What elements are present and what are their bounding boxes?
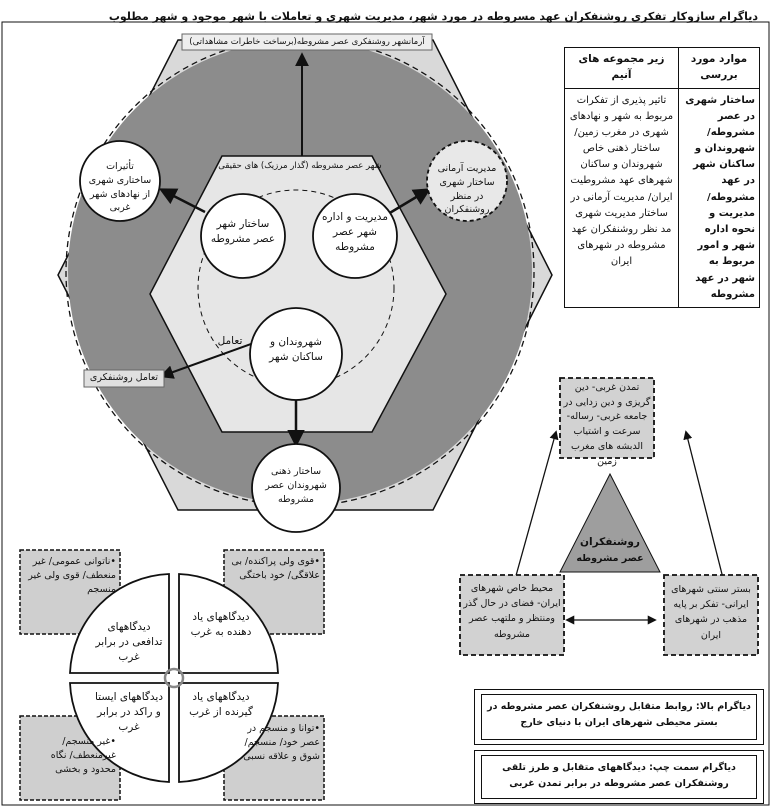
- circle-city-management: [312, 193, 398, 279]
- western-civilization-text: تمدن غربی- دین گریزی و دین زدایی در جامع…: [563, 382, 651, 467]
- arrow-left-outer: [158, 188, 206, 214]
- learning-view-label: دیدگاههای یاد گیرنده از غرب: [189, 691, 253, 719]
- triangle-left-box: [459, 574, 565, 656]
- mental-structure-label: ساختار ذهنی شهروندان عصر مشروطه: [265, 466, 327, 505]
- note-top-left: •ناتوانی عمومی/ غیر منعطف/ قوی ولی غیر م…: [28, 556, 116, 595]
- inner-hexagon-label: شهر عصر مشروطه (گذار مرزیک) های حقیقی: [218, 161, 382, 171]
- city-management-label: مدیریت و اداره شهر عصر مشروطه: [322, 211, 388, 254]
- top-label-box: [181, 33, 433, 51]
- western-influence-label: تأثیرات ساختاری شهری از نهادهای شهر غربی: [88, 161, 152, 214]
- caption-bottom-box: دیاگرام سمت چپ: دیدگاههای متقابل و طرز ت…: [474, 750, 764, 804]
- caption-top-box: دیاگرام بالا: روابط متقابل روشنفکران عصر…: [474, 689, 764, 745]
- circle-ideal-management: [426, 140, 508, 222]
- interaction-box: [83, 369, 165, 388]
- note-bottom-right: •توانا و منسجم در عصر خود/ منسجم/ شوق و …: [243, 723, 320, 762]
- circle-citizens: [249, 307, 343, 401]
- comparison-table: موارد مورد بررسی زیر مجموعه های آنیم ساخ…: [564, 47, 760, 308]
- interaction-box-label: تعامل روشنفکری: [89, 372, 159, 383]
- arrow-right-outer: [387, 188, 432, 216]
- figure-border: [1, 21, 770, 806]
- center-triangle: [559, 472, 661, 573]
- iran-environment-text: محیط خاص شهرهای ایران- فضای در حال گذر و…: [463, 583, 561, 640]
- triangle-line-right: [683, 430, 729, 592]
- intellectuals-era-label: عصر مشروطه: [576, 553, 644, 564]
- intellectuals-label: روشنفکران: [580, 536, 640, 548]
- ideal-management-label: مدیریت آرمانی ساختار شهری در منظر روشنفک…: [437, 163, 497, 216]
- note-bottom-left: •غیر منسجم/ غیرمنعطف/ نگاه محدود و بخشی: [50, 736, 116, 775]
- arrow-interaction: [159, 339, 263, 379]
- table-cell-subsets: تاثیر پذیری از تفکرات مربوط به شهر و نها…: [564, 87, 679, 308]
- note-top-right: •قوی ولی پراکنده/ بی علاقگی/ خود باختگی: [231, 556, 320, 581]
- static-view-label: دیدگاههای ایستا و راکد در برابر غرب: [94, 691, 163, 734]
- citizens-label: شهروندان و ساکنان شهر: [269, 336, 323, 364]
- ideal-city-label: آرمانشهر روشنفکری عصر مشروطه(برساخت خاطر…: [189, 37, 425, 47]
- circle-mental-structure: [251, 443, 341, 533]
- defensive-view-label: دیدگاههای تدافعی در برابر غرب: [95, 621, 163, 664]
- traditional-context-text: بستر سنتی شهرهای ایرانی- تفکر بر پایه مذ…: [671, 584, 751, 641]
- table-header-subsets: زیر مجموعه های آنیم: [564, 47, 679, 89]
- triangle-right-box: [663, 574, 759, 656]
- triangle-line-left: [509, 430, 559, 592]
- teaching-view-label: دیدگاههای یاد دهنده به غرب: [190, 611, 252, 639]
- figure-title: دیاگرام سازوکار تفکری روشنفکران عهد مسرو…: [108, 10, 758, 23]
- table-cell-topics: ساختار شهری در عصر مشروطه/ شهروندان و سا…: [678, 87, 760, 308]
- quadrant-circle: [69, 573, 279, 783]
- circle-western-influence: [79, 140, 161, 222]
- triangle-top-box: [559, 377, 655, 459]
- city-structure-label: ساختار شهر عصر مشروطه: [210, 218, 276, 246]
- table-header-topics: موارد مورد بررسی: [678, 47, 760, 89]
- circle-city-structure: [200, 193, 286, 279]
- caption-bottom: دیاگرام سمت چپ: دیدگاههای متقابل و طرز ت…: [481, 755, 757, 799]
- interaction-label: تعامل: [217, 335, 243, 347]
- caption-top: دیاگرام بالا: روابط متقابل روشنفکران عصر…: [481, 694, 757, 740]
